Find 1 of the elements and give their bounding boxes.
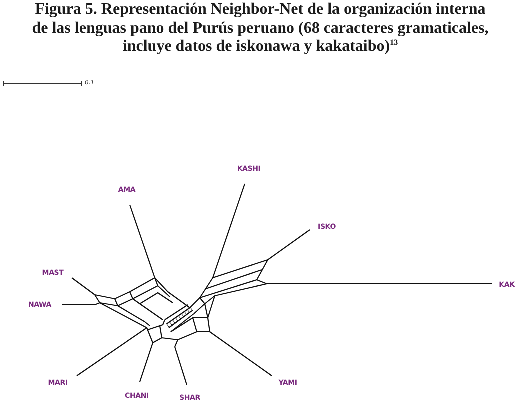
figure-title: Figura 5. Representación Neighbor-Net de la organización interna de las lenguas pano del Purús peruano (68 caracteres gramaticales, incluye datos de iskonawa y kakataibo)$^{13}$ [31,1,490,56]
